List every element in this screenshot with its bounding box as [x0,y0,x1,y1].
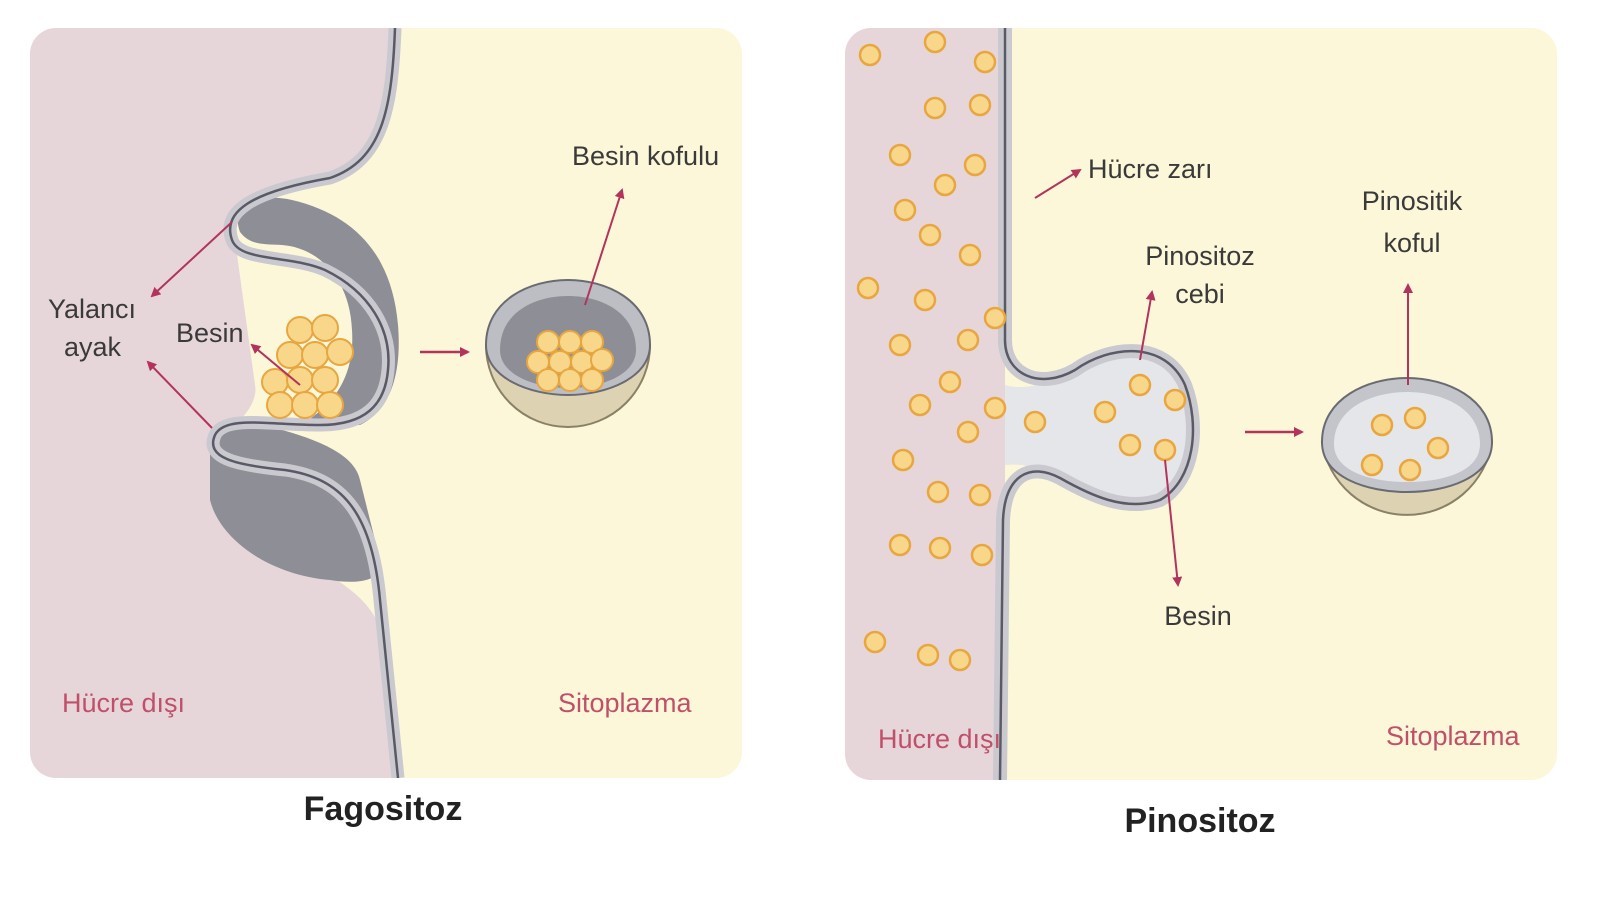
pseudopod-label-2: ayak [64,332,122,362]
membrane-pointer [1034,168,1082,199]
vacuole-label-2: koful [1383,228,1440,258]
cell-membrane-label: Hücre zarı [1088,154,1213,184]
pseudopod-label-1: Yalancı [48,294,136,324]
pseudopod-pointer-upper [150,221,233,298]
pocket-label-2: cebi [1175,279,1225,309]
food-pointer-a [250,343,301,386]
food-label-b: Besin [1164,601,1232,631]
pocket-label-1: Pinositoz [1145,241,1255,271]
fagositoz-caption: Fagositoz [304,790,463,828]
engulfed-food-cluster [261,314,354,419]
food-pointer-b [1164,459,1183,587]
pseudopod-pointer-lower [146,360,213,429]
pinocytic-vacuole [1320,376,1494,516]
fagositoz-panel: Yalancı ayak Besin Besin kofulu Hücre dı… [30,28,742,778]
pinositoz-caption: Pinositoz [1124,802,1275,840]
food-label-a: Besin [176,318,244,348]
outside-label-b: Hücre dışı [878,724,1001,754]
extracellular-region [30,28,400,778]
outside-label-a: Hücre dışı [62,688,185,718]
upper-pseudopod [237,197,399,425]
vacuole-pointer-a [584,188,625,306]
food-vacuole [484,278,652,428]
pocket-pointer [1139,290,1156,361]
extracellular-food-particles [856,30,1007,672]
cytoplasm-label-a: Sitoplazma [558,688,693,718]
pocket-food-particles [1023,373,1187,462]
food-vacuole-label: Besin kofulu [572,141,719,171]
cytoplasm-label-b: Sitoplazma [1386,721,1521,751]
pinositoz-panel: Hücre zarı Pinositoz cebi Besin Pinositi… [845,28,1557,780]
vacuole-label-1: Pinositik [1362,186,1463,216]
